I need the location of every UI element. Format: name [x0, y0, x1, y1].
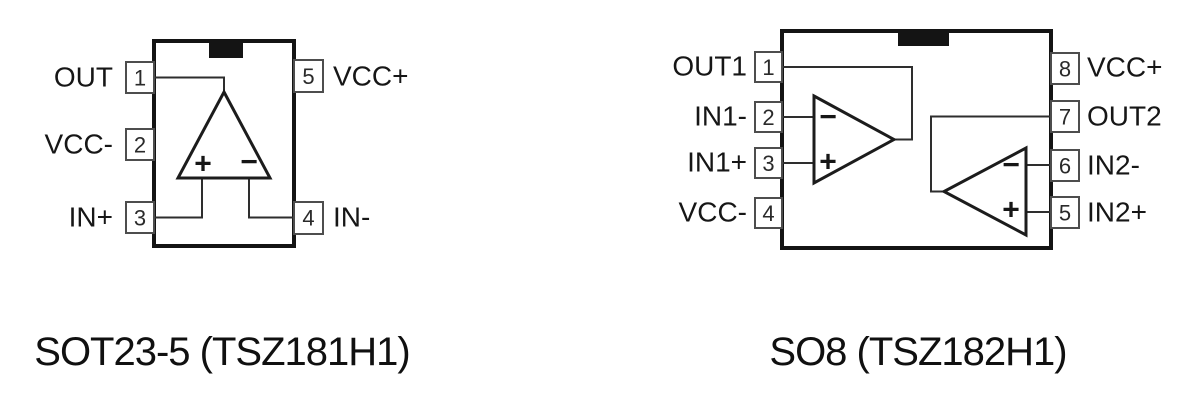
pin-1-group: 1 OUT: [54, 61, 155, 94]
opamp2-triangle: [940, 145, 1028, 238]
opamp-triangle: [175, 88, 273, 180]
so8-pin-6-box: [1050, 149, 1080, 182]
so8-pin-5-box: [1050, 196, 1080, 229]
so8-pin-1-box: [754, 51, 783, 83]
pin-4-group: 4 IN-: [293, 201, 370, 235]
opamp1-noninverting-sign: +: [819, 146, 837, 179]
so8-pin-2-number: 2: [762, 105, 774, 130]
pin-3-number: 3: [134, 206, 146, 231]
pin-2-box: [125, 128, 155, 161]
opamp1-inverting-sign: −: [819, 101, 837, 134]
opamp2-inverting-sign: −: [1002, 149, 1020, 182]
so8-pin-3-group: 3 IN1+: [687, 147, 783, 179]
pin-4-box: [293, 201, 324, 235]
so8-pin-7-number: 7: [1059, 105, 1071, 130]
so8-pin-2-label: IN1-: [694, 101, 747, 132]
pin-3-box: [125, 201, 155, 234]
sot23-5-diagram: + − 1 OUT 2 VCC- 3 IN+ 5: [34, 39, 411, 374]
pin-5-box: [293, 59, 324, 93]
pin-4-label: IN-: [333, 202, 370, 233]
so8-pin-7-label: OUT2: [1087, 101, 1162, 132]
so8-pin-3-box: [754, 147, 783, 179]
so8-caption: SO8 (TSZ182H1): [769, 330, 1066, 374]
so8-pin-4-number: 4: [762, 201, 774, 226]
so8-pin-8-number: 8: [1059, 57, 1071, 82]
wire-pin3-to-noninverting-input: [154, 177, 203, 219]
so8-pin-3-number: 3: [762, 151, 774, 176]
opamp-inverting-sign: −: [240, 146, 258, 179]
so8-pin-8-box: [1050, 52, 1080, 85]
opamp-noninverting-sign: +: [194, 148, 212, 181]
so8-pin-5-group: 5 IN2+: [1050, 196, 1147, 229]
pin-1-label: OUT: [54, 62, 113, 93]
so8-pin-4-box: [754, 197, 783, 229]
pin-3-label: IN+: [69, 202, 113, 233]
pin-1-box: [125, 61, 155, 94]
pin-2-number: 2: [134, 133, 146, 158]
pin-2-label: VCC-: [45, 129, 113, 160]
wire-pin1-to-opamp1-output: [782, 66, 913, 141]
wire-pin1-to-opamp-output: [154, 76, 225, 93]
so8-pin-5-label: IN2+: [1087, 197, 1147, 228]
pin-2-group: 2 VCC-: [45, 128, 155, 161]
so8-diagram: − + − + 1 OUT1 2 IN1- 3 IN1+: [672, 29, 1162, 374]
so8-pin-6-number: 6: [1059, 154, 1071, 179]
wire-pin4-to-inverting-input: [248, 177, 294, 219]
sot23-caption: SOT23-5 (TSZ181H1): [34, 330, 409, 374]
so8-pin-2-box: [754, 101, 783, 133]
sot23-orientation-tab: [209, 43, 243, 58]
opamp1-triangle: [812, 93, 898, 186]
so8-pin-4-group: 4 VCC-: [679, 197, 783, 229]
so8-pin-6-label: IN2-: [1087, 150, 1140, 181]
so8-pin-4-label: VCC-: [679, 197, 747, 228]
pin-4-number: 4: [302, 206, 314, 231]
opamp2-noninverting-sign: +: [1002, 194, 1020, 227]
so8-pin-7-group: 7 OUT2: [1050, 100, 1162, 133]
pin-5-number: 5: [302, 64, 314, 89]
so8-pin-3-label: IN1+: [687, 147, 747, 178]
so8-pin-8-group: 8 VCC+: [1050, 52, 1162, 85]
so8-pin-5-number: 5: [1059, 201, 1071, 226]
so8-pin-1-number: 1: [762, 55, 774, 80]
pin-5-label: VCC+: [333, 61, 408, 92]
so8-pin-1-group: 1 OUT1: [672, 51, 783, 83]
wire-pin7-to-opamp2-output: [930, 115, 1051, 193]
so8-pin-7-box: [1050, 100, 1080, 133]
so8-orientation-tab: [898, 33, 949, 46]
so8-pin-6-group: 6 IN2-: [1050, 149, 1140, 182]
so8-pin-1-label: OUT1: [672, 51, 747, 82]
pin-1-number: 1: [134, 66, 146, 91]
so8-pin-8-label: VCC+: [1087, 52, 1162, 83]
pin-3-group: 3 IN+: [69, 201, 155, 234]
pin-5-group: 5 VCC+: [293, 59, 408, 93]
so8-pin-2-group: 2 IN1-: [694, 101, 783, 133]
